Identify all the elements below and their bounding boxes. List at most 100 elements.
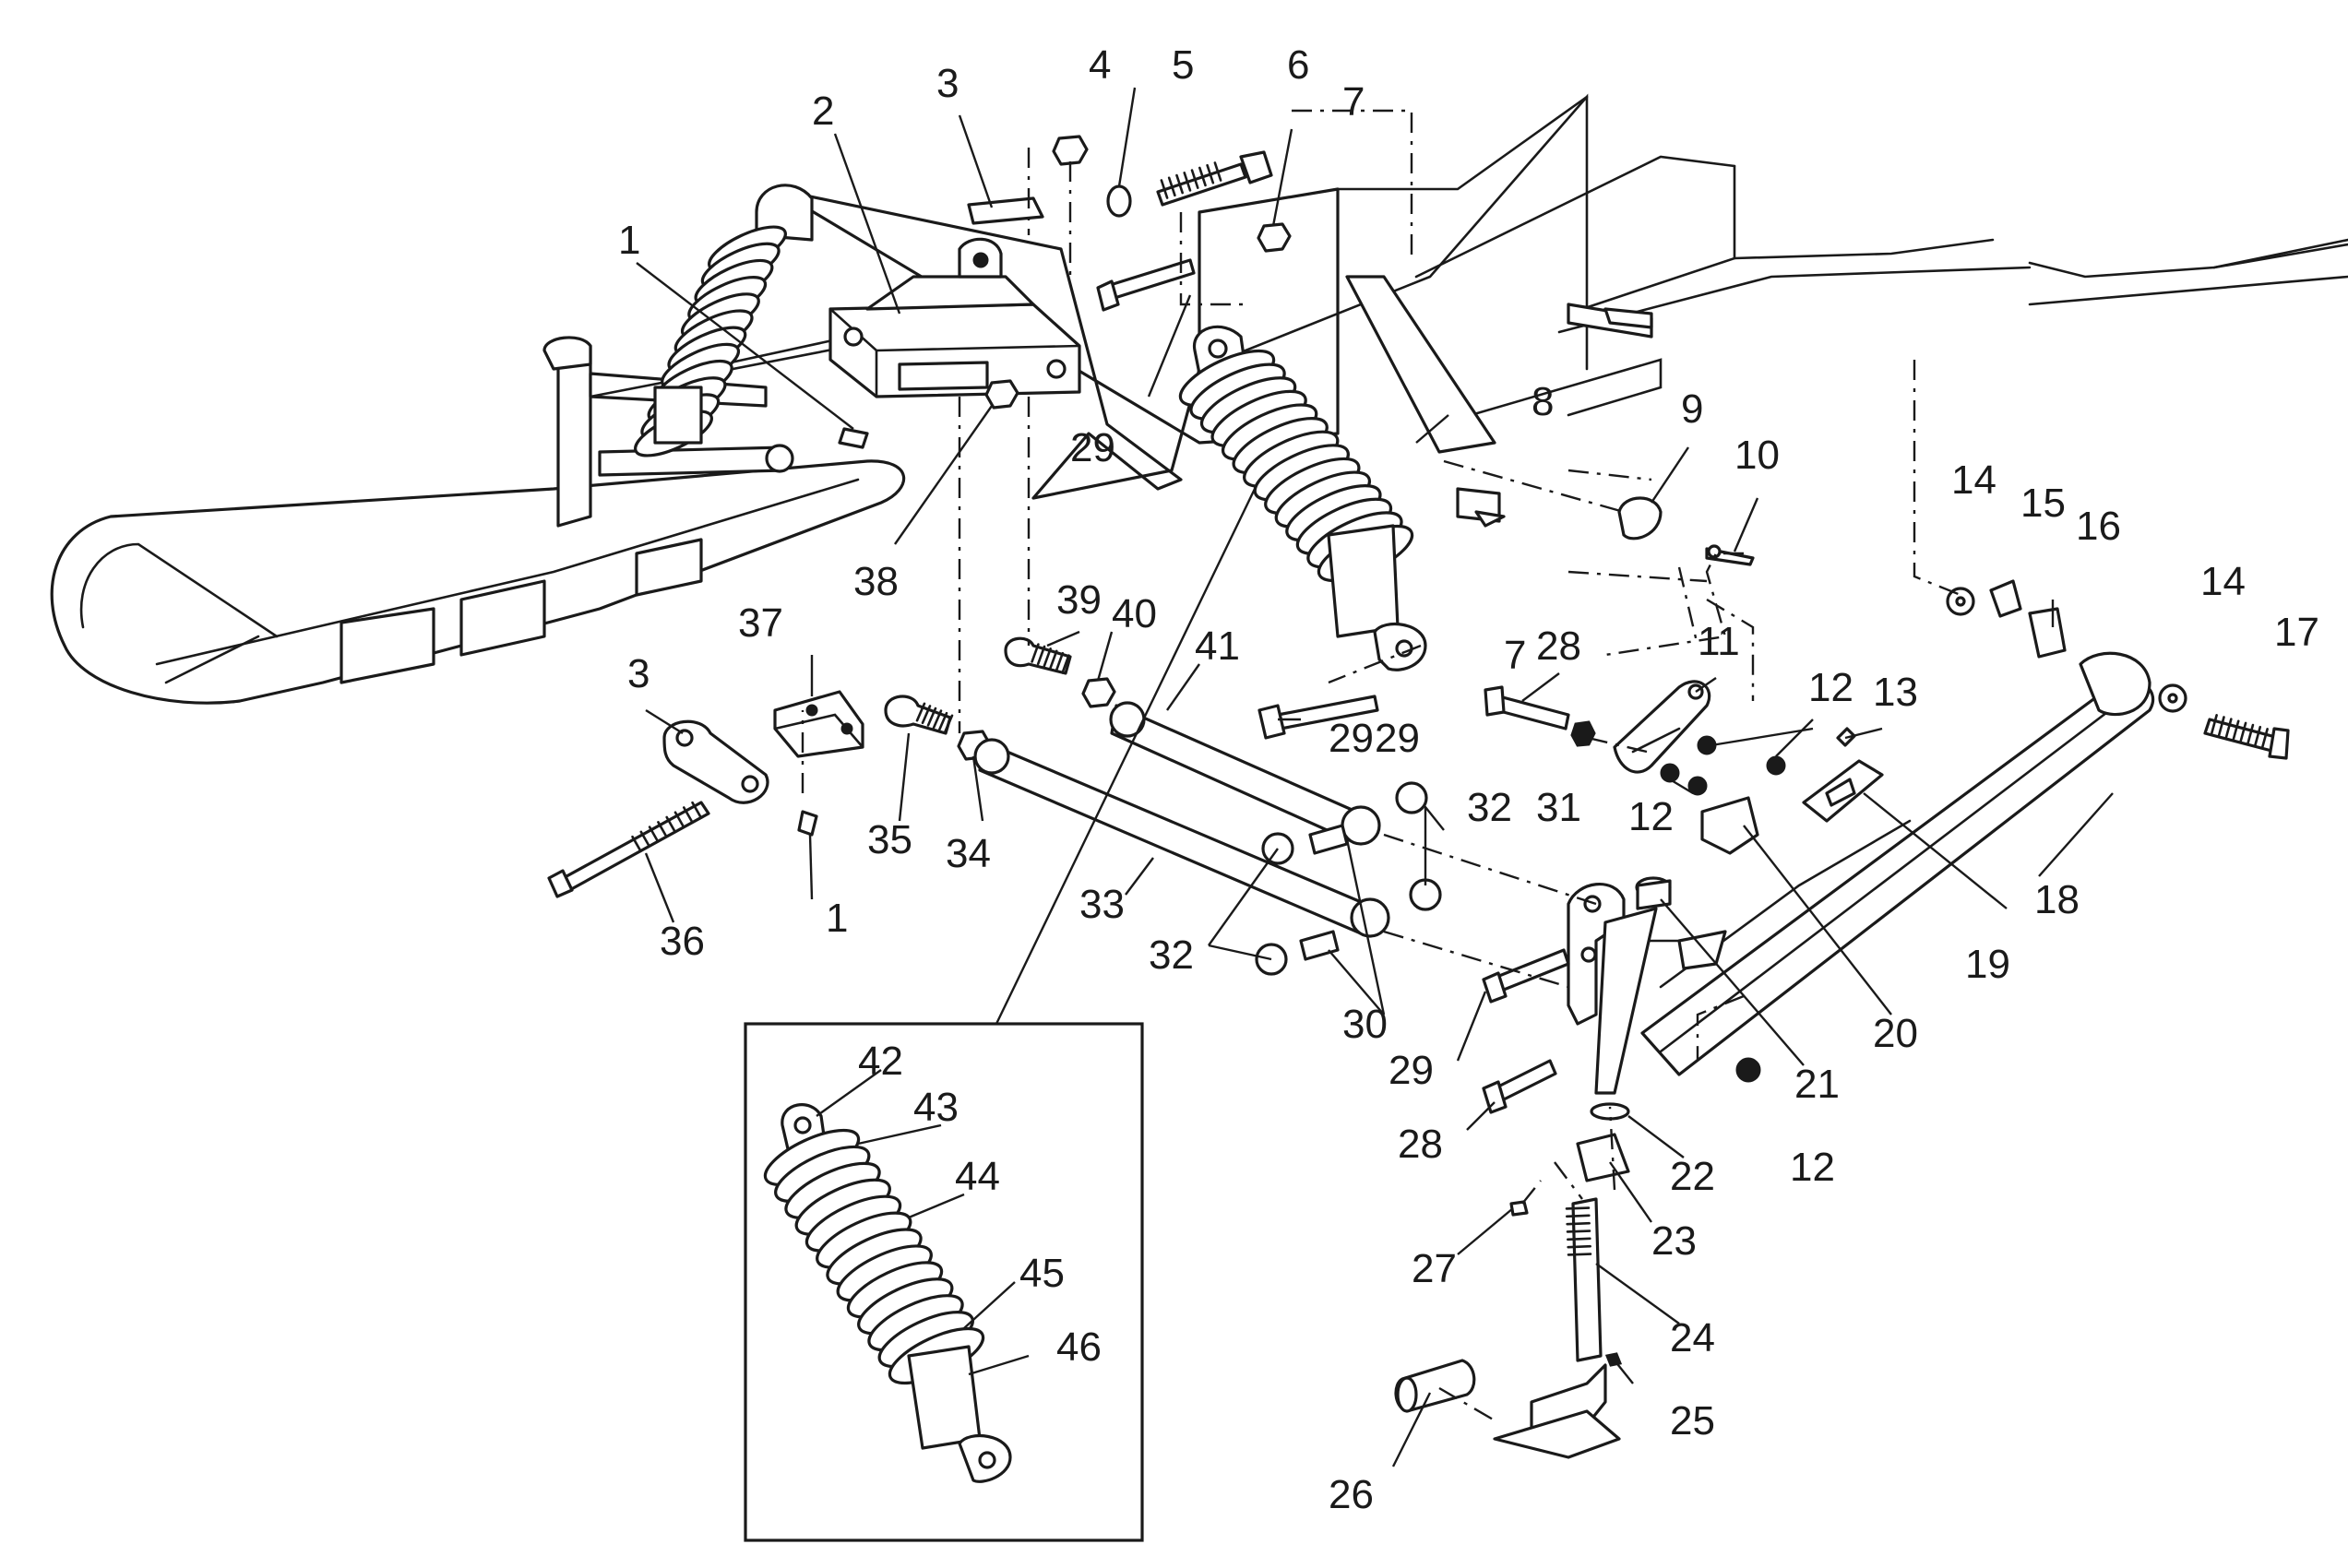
- callout-3b: 3: [627, 651, 650, 696]
- callout-31: 31: [1536, 785, 1581, 830]
- spindle-housing: [1394, 876, 1672, 1459]
- trailing-arm: [1622, 651, 2155, 1076]
- thread-line: [2239, 721, 2247, 742]
- callout-30: 30: [1342, 1002, 1388, 1047]
- top-hardware: [838, 135, 1292, 449]
- callout-32a: 32: [1467, 785, 1512, 830]
- thread-line: [673, 811, 685, 828]
- callout-11: 11: [1698, 619, 1740, 664]
- upper-mount-bracket: [828, 237, 1081, 398]
- callout-leaders: [636, 87, 2114, 1467]
- callout-25: 25: [1670, 1398, 1715, 1443]
- callout-28a: 28: [1536, 624, 1581, 669]
- thread-line: [1055, 651, 1065, 672]
- callout-7b: 7: [1504, 633, 1526, 678]
- ski: [50, 459, 906, 705]
- thread-line: [1167, 176, 1176, 197]
- thread-line: [1213, 161, 1222, 182]
- thread-line: [1567, 1253, 1592, 1256]
- callout-14a: 14: [1951, 457, 1996, 503]
- callout-34: 34: [946, 831, 991, 876]
- thread-line: [932, 709, 943, 730]
- callout-35: 35: [867, 817, 912, 862]
- thread-line: [2254, 725, 2262, 746]
- thread-line: [1190, 169, 1199, 189]
- thread-line: [943, 714, 954, 734]
- callout-8: 8: [1532, 379, 1554, 424]
- thread-line: [937, 711, 948, 731]
- callout-18: 18: [2034, 877, 2080, 922]
- thread-line: [1565, 1206, 1591, 1210]
- thread-line: [1567, 1244, 1591, 1249]
- thread-line: [639, 830, 651, 848]
- thread-line: [665, 815, 676, 833]
- thread-line: [1198, 166, 1207, 187]
- thread-line: [1567, 1237, 1591, 1241]
- callout-26: 26: [1329, 1472, 1374, 1517]
- thread-line: [691, 801, 702, 819]
- thread-line: [682, 806, 694, 824]
- thread-line: [648, 826, 660, 843]
- thread-line: [1043, 647, 1052, 668]
- callout-39: 39: [1056, 577, 1102, 623]
- thread-line: [926, 707, 937, 727]
- middle-hardware: [1257, 680, 1856, 1083]
- thread-line: [2247, 723, 2255, 744]
- thread-line: [1566, 1214, 1591, 1218]
- thread-line: [1175, 173, 1184, 195]
- thread-line: [2211, 714, 2218, 734]
- callout-2: 2: [812, 89, 834, 134]
- callout-27: 27: [1412, 1246, 1457, 1291]
- callout-3: 3: [936, 61, 959, 106]
- callout-45: 45: [1019, 1251, 1065, 1296]
- callout-38: 38: [853, 559, 899, 604]
- callout-46: 46: [1056, 1324, 1102, 1370]
- callout-12b: 12: [1628, 794, 1674, 839]
- callout-32b: 32: [1149, 932, 1194, 978]
- thread-line: [1566, 1229, 1591, 1233]
- thread-line: [1160, 179, 1169, 199]
- callout-12c: 12: [1790, 1145, 1835, 1190]
- callout-33: 33: [1079, 882, 1125, 927]
- thread-line: [915, 702, 926, 722]
- callout-21: 21: [1794, 1062, 1840, 1107]
- thread-line: [1036, 645, 1046, 666]
- thread-line: [2232, 719, 2240, 741]
- thread-line: [657, 821, 668, 838]
- thread-line: [921, 705, 932, 725]
- callout-29a: 29: [1070, 425, 1115, 470]
- thread-line: [1061, 654, 1070, 674]
- thread-line: [1566, 1221, 1591, 1226]
- thread-line: [631, 835, 642, 853]
- thread-line: [1206, 163, 1215, 184]
- thread-line: [2261, 728, 2269, 748]
- callout-20: 20: [1873, 1011, 1918, 1056]
- callout-14b: 14: [2200, 559, 2246, 604]
- callout-41: 41: [1195, 624, 1240, 669]
- shock-detail-inset: [744, 488, 1257, 1542]
- callout-37: 37: [738, 600, 783, 646]
- callout-42: 42: [858, 1039, 903, 1084]
- callout-44: 44: [955, 1154, 1000, 1199]
- steering-arm-hardware: [1456, 487, 1755, 566]
- callout-36: 36: [660, 919, 705, 964]
- callout-23: 23: [1651, 1218, 1697, 1264]
- callout-15: 15: [2020, 481, 2066, 526]
- thread-line: [1183, 172, 1192, 192]
- callout-19: 19: [1965, 942, 2010, 987]
- callout-1b: 1: [826, 896, 848, 941]
- callout-10: 10: [1734, 433, 1780, 478]
- pivot-hardware: [1946, 579, 2290, 760]
- lower-left-hardware: [547, 636, 1116, 898]
- callout-22: 22: [1670, 1154, 1715, 1199]
- callout-29c: 29: [1329, 716, 1374, 761]
- callout-7: 7: [1342, 79, 1365, 125]
- thread-line: [2217, 716, 2225, 737]
- left-shock-absorber: [634, 184, 814, 457]
- callout-17: 17: [2274, 610, 2319, 655]
- callout-13: 13: [1873, 670, 1918, 715]
- callout-12a: 12: [1808, 665, 1853, 710]
- callout-9: 9: [1681, 386, 1703, 432]
- callout-16: 16: [2076, 504, 2121, 549]
- radius-rods: [973, 701, 1442, 976]
